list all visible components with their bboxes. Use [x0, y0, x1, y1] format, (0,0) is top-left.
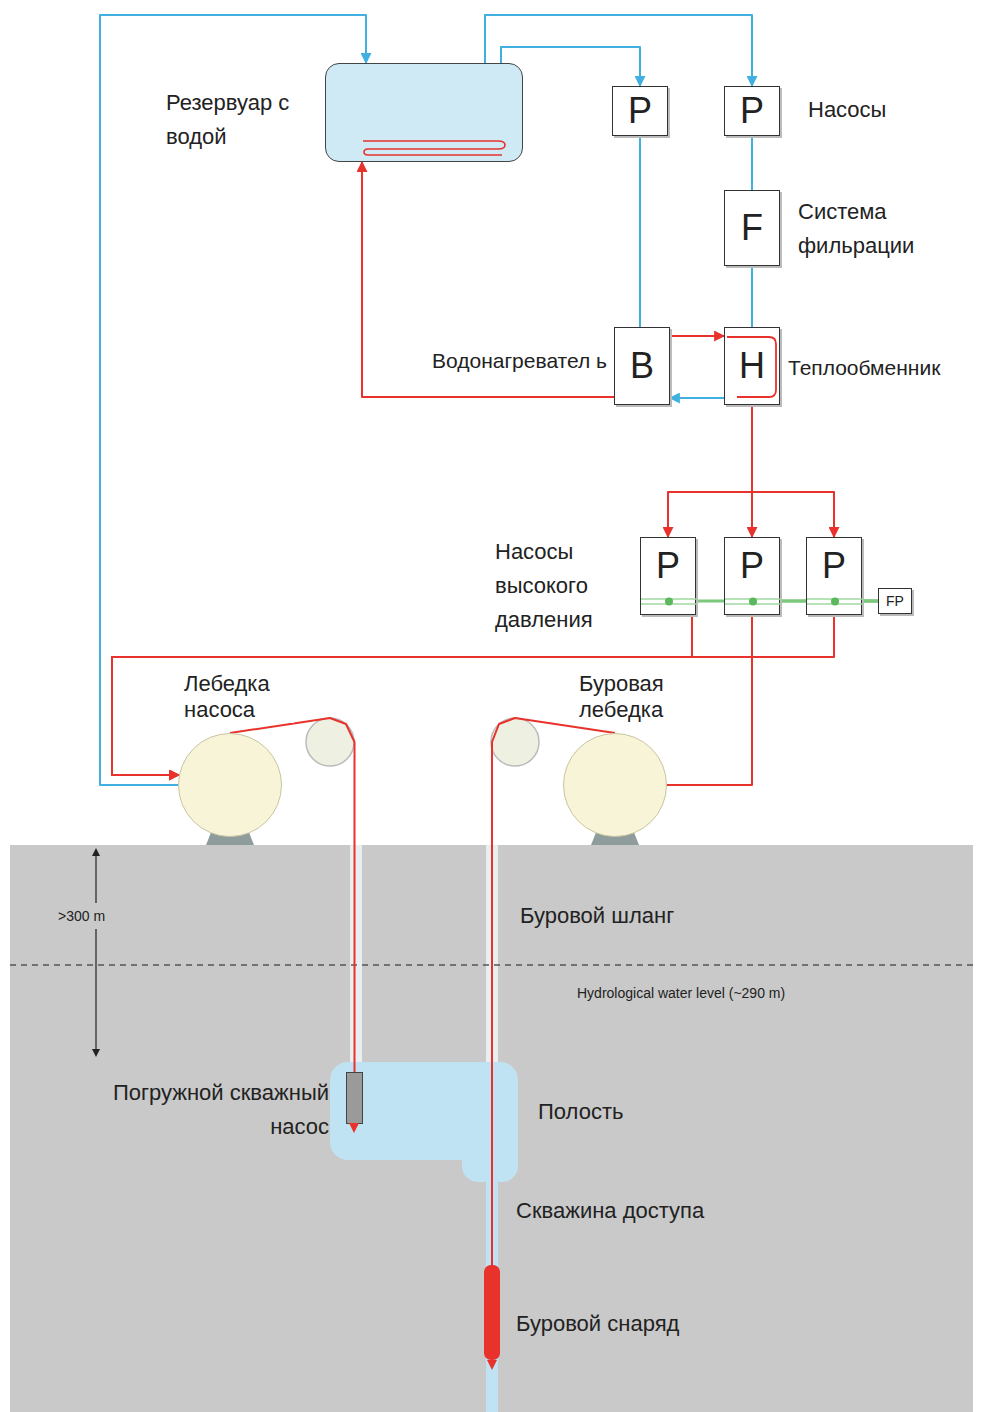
box-letter: H [725, 328, 779, 404]
connector-line [362, 162, 614, 397]
high-pressure-pump: P [724, 537, 780, 615]
box-letter: FP [879, 589, 911, 613]
annotation-label: Скважина доступа [516, 1198, 704, 1224]
pump-tip [349, 1123, 359, 1133]
node-label: Буровой снаряд [516, 1311, 679, 1337]
water-tank: Резервуар с водой [325, 63, 523, 162]
annotation-label: Насосы [808, 97, 886, 123]
svg-circle [665, 598, 673, 606]
node-label: Теплообменник [788, 355, 940, 381]
fp-box: FP [878, 588, 912, 614]
node-label: Буровая лебедка [579, 671, 689, 723]
box-letter: B [615, 328, 669, 404]
filter-box: FСистема фильрации [724, 190, 780, 266]
drill-head: Буровой снаряд [484, 1265, 500, 1360]
connector-line [751, 136, 753, 190]
connector-line [670, 335, 724, 337]
drill-tip [487, 1360, 497, 1370]
box-letter: F [725, 191, 779, 265]
box-letter: P [613, 87, 667, 135]
annotation-label: >300 m [58, 903, 105, 929]
node-label: Система фильрации [798, 195, 948, 263]
node-label: Водонагревател ь [389, 348, 607, 374]
svg-rect [350, 845, 362, 1065]
drill-winch: Буровая лебедка [563, 733, 667, 837]
pump-winch: Лебедка насоса [178, 733, 282, 837]
borehole-pump: Погружной скважный насос [346, 1072, 363, 1124]
connector-line [639, 136, 641, 327]
pump-box: P [612, 86, 668, 136]
svg-circle [831, 598, 839, 606]
node-label: Лебедка насоса [184, 671, 294, 723]
node-label: Резервуар с водой [166, 86, 316, 154]
annotation-label: Насосы высокого давления [495, 535, 620, 637]
high-pressure-pump: P [806, 537, 862, 615]
cavity-region: ПолостьПогружной скважный насос [330, 1062, 518, 1160]
node-label: Погружной скважный насос [107, 1076, 329, 1144]
box-letter: P [641, 538, 695, 594]
box-letter: P [807, 538, 861, 594]
connector-line [485, 15, 752, 86]
svg-circle [749, 598, 757, 606]
svg-line [95, 850, 96, 1055]
pump-box: P [724, 86, 780, 136]
heat-exchanger-box: HТеплообменник [724, 327, 780, 405]
svg-path [363, 141, 505, 155]
connector-line [668, 405, 752, 537]
node-label: Полость [538, 1099, 623, 1125]
svg-path [92, 848, 100, 1057]
connector-line [752, 405, 834, 537]
connector-line [751, 266, 753, 327]
annotation-label: Буровой шланг [520, 903, 674, 929]
box-letter: P [725, 87, 779, 135]
connector-line [670, 397, 724, 399]
heater-box: BВодонагревател ь [614, 327, 670, 405]
annotation-label: Hydrological water level (~290 m) [577, 980, 785, 1006]
box-letter: P [725, 538, 779, 594]
high-pressure-pump: P [640, 537, 696, 615]
